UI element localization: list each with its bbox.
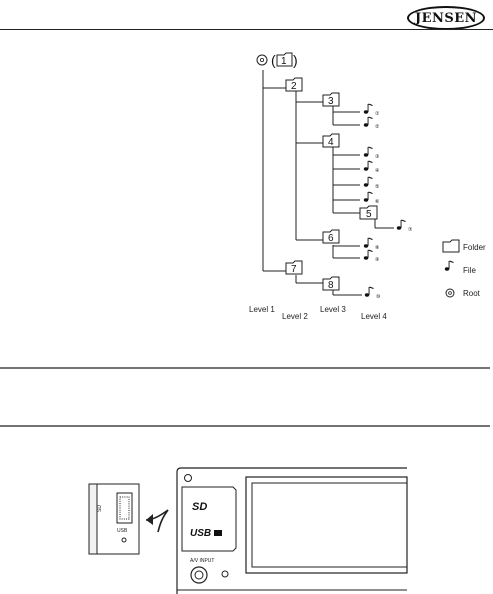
- side-sd-label: SD: [97, 505, 103, 512]
- device-side-panel: SD USB: [89, 484, 139, 554]
- file-index-8: ⑧: [375, 245, 380, 251]
- level-label-3: Level 3: [320, 305, 346, 314]
- side-usb-label: USB: [117, 528, 128, 534]
- legend: Folder File Root: [443, 240, 486, 298]
- device-head-unit: SD USB A/V INPUT: [177, 468, 407, 594]
- file-index-6: ⑥: [375, 199, 380, 205]
- file-6: ⑥: [364, 192, 380, 205]
- root-disc-icon: [257, 55, 267, 65]
- arrow-icon: [146, 510, 168, 532]
- folder-label-3: 3: [328, 96, 334, 107]
- music-note-icon: [364, 147, 373, 157]
- file-8: ⑧: [364, 238, 380, 251]
- folder-label-8: 8: [328, 280, 334, 291]
- folder-label-1: 1: [281, 56, 287, 67]
- folder-7: 7: [286, 261, 302, 275]
- file-index-7: ⑦: [408, 227, 413, 233]
- music-note-icon: [364, 117, 373, 127]
- music-note-icon: [364, 104, 373, 114]
- folder-4: 4: [323, 134, 339, 148]
- level-label-4: Level 4: [361, 312, 387, 321]
- file-3: ③: [364, 147, 380, 160]
- file-index-3: ③: [375, 154, 379, 160]
- folder-icon: [443, 240, 459, 252]
- av-input-jack: [191, 567, 207, 583]
- file-index-10: ⑩: [376, 294, 381, 300]
- level-label-2: Level 2: [282, 312, 308, 321]
- svg-text:): ): [293, 52, 298, 68]
- sd-label: SD: [192, 501, 207, 513]
- folder-label-7: 7: [291, 264, 297, 275]
- file-4: ④: [364, 161, 380, 174]
- music-note-icon: [364, 161, 373, 171]
- music-note-icon: [397, 220, 406, 230]
- legend-folder-label: Folder: [463, 243, 486, 252]
- music-note-icon: [364, 238, 373, 248]
- folder-3: 3: [323, 93, 339, 107]
- file-index-2: ②: [375, 124, 380, 130]
- level-label-1: Level 1: [249, 305, 275, 314]
- music-note-icon: [364, 192, 373, 202]
- legend-file-label: File: [463, 266, 476, 275]
- file-index-9: ⑨: [375, 257, 379, 263]
- file-10: ⑩: [365, 287, 381, 300]
- file-7: ⑦: [397, 220, 413, 233]
- svg-text:(: (: [271, 52, 276, 68]
- folder-8: 8: [323, 277, 339, 291]
- folder-label-4: 4: [328, 137, 334, 148]
- file-9: ⑨: [364, 250, 380, 263]
- file-index-1: ①: [375, 111, 380, 117]
- file-1: ①: [364, 104, 380, 117]
- folder-label-5: 5: [366, 209, 372, 220]
- av-input-label: A/V INPUT: [190, 558, 214, 564]
- music-note-icon: [365, 287, 374, 297]
- legend-root-label: Root: [463, 289, 481, 298]
- file-5: ⑤: [364, 177, 380, 190]
- folder-6: 6: [323, 230, 339, 244]
- folder-5: 5: [360, 206, 377, 220]
- music-note-icon: [364, 177, 373, 187]
- file-index-4: ④: [375, 168, 380, 174]
- file-2: ②: [364, 117, 380, 130]
- file-index-5: ⑤: [375, 184, 379, 190]
- music-note-icon: [445, 261, 454, 271]
- music-note-icon: [364, 250, 373, 260]
- folder-label-6: 6: [328, 233, 334, 244]
- folder-label-2: 2: [291, 81, 297, 92]
- usb-label: USB: [190, 528, 211, 539]
- folder-2: 2: [286, 78, 302, 92]
